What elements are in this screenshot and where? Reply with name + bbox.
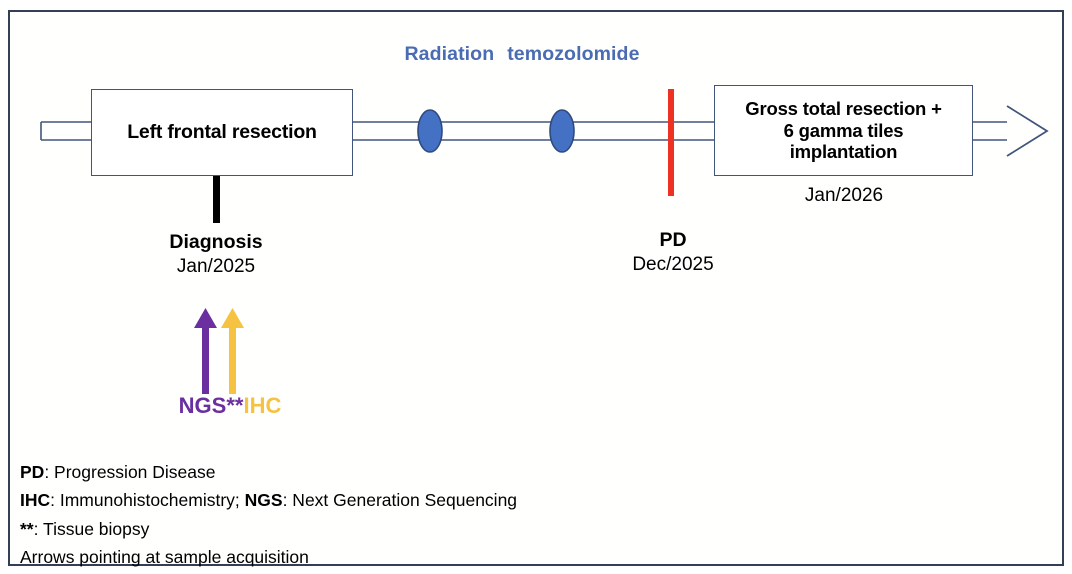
legend-term-asterisk: **: [20, 518, 34, 539]
ihc-label: IHC: [243, 393, 282, 418]
gtr-line-2: 6 gamma tiles: [783, 119, 904, 141]
legend-text-ngs: : Next Generation Sequencing: [282, 490, 518, 511]
therapy-temozolomide-label: temozolomide: [507, 43, 640, 65]
diagnosis-marker-tick: [213, 176, 220, 223]
legend: PD: Progression Disease IHC: Immunohisto…: [20, 458, 640, 571]
legend-line-ihc-ngs: IHC: Immunohistochemistry; NGS: Next Gen…: [20, 486, 640, 514]
event-box-gross-total-resection[interactable]: Gross total resection + 6 gamma tiles im…: [714, 85, 973, 176]
legend-line-pd: PD: Progression Disease: [20, 458, 640, 486]
ngs-arrow-icon: [194, 308, 217, 394]
legend-term-pd: PD: [20, 462, 45, 482]
diagnosis-label: Diagnosis Jan/2025: [126, 230, 306, 279]
pd-marker-tick: [668, 89, 674, 196]
gtr-date-label: Jan/2026: [754, 184, 934, 208]
legend-line-asterisk: **: Tissue biopsy: [20, 515, 640, 543]
pd-label-title: PD: [659, 229, 687, 251]
therapy-radiation-label: Radiation: [404, 43, 495, 65]
treatment-marker-ellipse: [549, 109, 575, 153]
treatment-marker-ellipse: [417, 109, 443, 153]
legend-term-ihc: IHC: [20, 490, 51, 511]
legend-text-pd: : Progression Disease: [44, 462, 216, 482]
event-box-label-multiline: Gross total resection + 6 gamma tiles im…: [745, 97, 942, 163]
legend-text-ihc: : Immunohistochemistry;: [50, 490, 245, 511]
legend-line-arrows: Arrows pointing at sample acquisition: [20, 547, 309, 568]
ngs-label: NGS**: [178, 393, 244, 418]
sample-acquisition-label: NGS**IHC: [120, 393, 340, 419]
legend-term-ngs: NGS: [244, 490, 283, 511]
gtr-label-date: Jan/2026: [804, 185, 884, 206]
legend-text-asterisk: : Tissue biopsy: [33, 518, 150, 539]
gtr-line-1: Gross total resection +: [745, 97, 942, 119]
gtr-line-3: implantation: [789, 141, 898, 163]
sample-acquisition-arrows: [194, 308, 244, 394]
event-box-label: Left frontal resection: [127, 121, 317, 143]
pd-label: PD Dec/2025: [583, 228, 763, 277]
diagnosis-label-date: Jan/2025: [176, 255, 256, 277]
therapy-header: Radiation temozolomide: [382, 43, 662, 66]
event-box-left-frontal-resection[interactable]: Left frontal resection: [91, 89, 353, 176]
pd-label-date: Dec/2025: [632, 253, 714, 275]
diagnosis-label-title: Diagnosis: [169, 231, 263, 253]
ihc-arrow-icon: [221, 308, 244, 394]
